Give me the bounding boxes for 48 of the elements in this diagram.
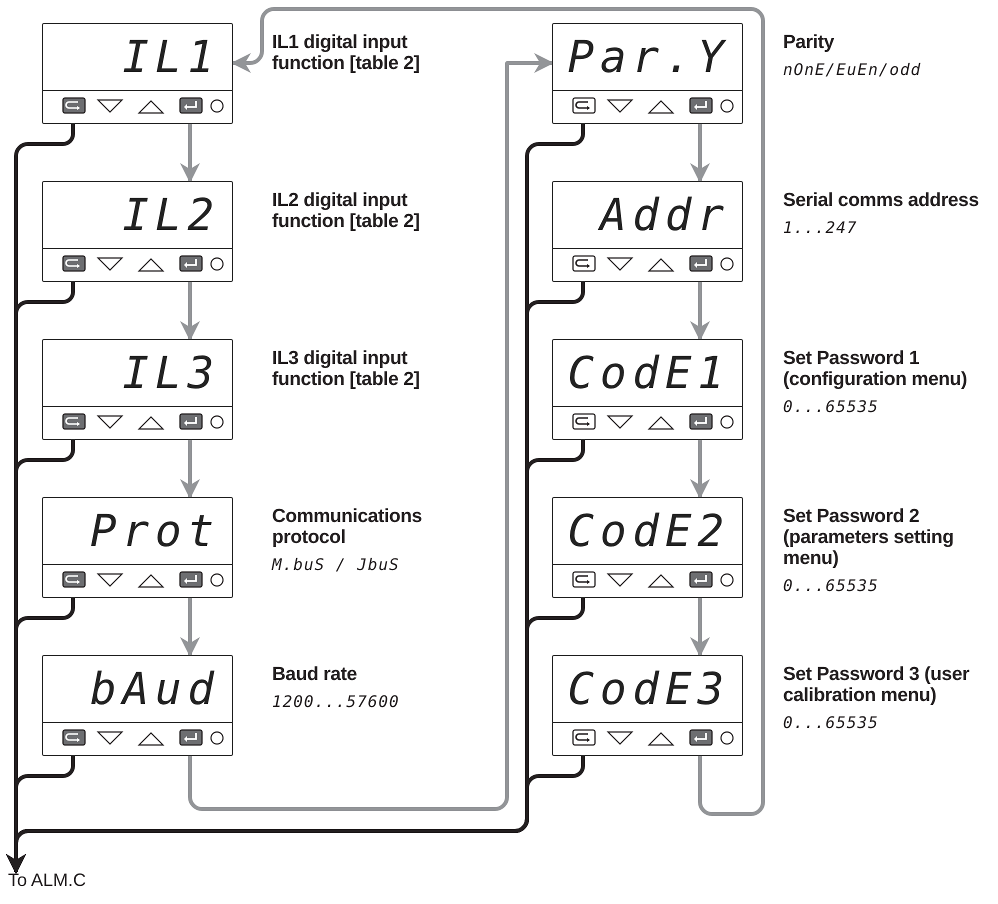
display-readout: Par.Y <box>568 31 730 85</box>
display-panel <box>552 655 743 756</box>
display-panel <box>552 497 743 598</box>
display-readout: Prot <box>90 505 220 559</box>
display-readout: CodE1 <box>568 347 730 401</box>
parameter-description: IL1 digital input function [table 2] <box>272 32 421 74</box>
arrow <box>188 53 554 811</box>
display-readout: Addr <box>600 188 730 244</box>
arrow <box>231 7 765 816</box>
arrow <box>690 124 710 183</box>
destination-text: To ALM.C <box>8 870 86 891</box>
parameter-description: Communications protocol <box>272 506 423 548</box>
parameter-description: Set Password 2 (parameters setting menu) <box>783 506 955 569</box>
parameter-description: Serial comms address <box>783 190 979 211</box>
display-panel <box>42 655 233 756</box>
parameter-description: Set Password 1 (configuration menu) <box>783 348 968 390</box>
arrow <box>180 282 200 341</box>
display-panel <box>552 23 743 124</box>
display-panel <box>42 497 233 598</box>
parameter-description: IL2 digital input function [table 2] <box>272 190 421 232</box>
display-readout: IL2 <box>122 189 220 243</box>
display-readout: bAud <box>90 663 220 717</box>
arrow <box>690 440 710 499</box>
value-range: 1...247 <box>783 217 858 238</box>
display-readout: CodE3 <box>568 663 730 717</box>
arrow <box>690 282 710 341</box>
parameter-description: Baud rate <box>272 664 357 685</box>
parameter-description: Set Password 3 (user calibration menu) <box>783 664 970 706</box>
value-range: 0...65535 <box>783 396 879 417</box>
display-panel <box>42 339 233 440</box>
value-range: 0...65535 <box>783 575 879 596</box>
parameter-description: Parity <box>783 32 834 53</box>
value-range: 0...65535 <box>783 712 879 733</box>
display-readout: IL3 <box>122 347 220 401</box>
display-panel <box>552 181 743 282</box>
arrow <box>180 440 200 499</box>
display-readout: IL1 <box>122 31 220 85</box>
arrow <box>180 598 200 657</box>
value-range: M.buS / JbuS <box>272 554 400 575</box>
parameter-description: IL3 digital input function [table 2] <box>272 348 421 390</box>
display-readout: CodE2 <box>568 505 730 559</box>
value-range: nOnE/EuEn/odd <box>783 59 922 80</box>
display-panel <box>552 339 743 440</box>
display-panel <box>42 181 233 282</box>
arrow <box>690 598 710 657</box>
value-range: 1200...57600 <box>272 691 400 712</box>
arrow <box>180 124 200 183</box>
display-panel <box>42 23 233 124</box>
